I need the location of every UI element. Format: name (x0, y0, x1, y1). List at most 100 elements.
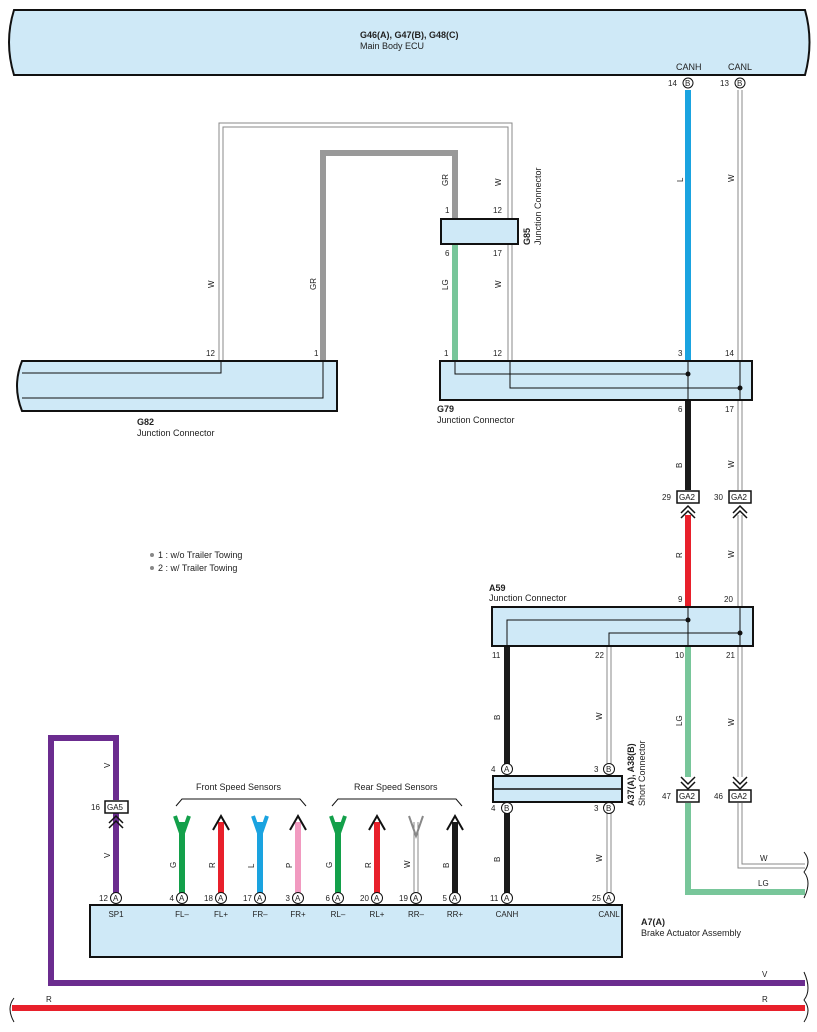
wire-label-v1: V (103, 762, 112, 768)
wire-label-gr2: GR (441, 174, 450, 186)
wire-label-w9: W (595, 854, 604, 862)
a7-terminal-conn: A (504, 894, 510, 903)
g79-name: Junction Connector (437, 415, 515, 425)
chevron-up-icon (680, 504, 696, 519)
a7-terminal-pin: 19 (399, 894, 408, 903)
a37-pin-circle-bottom-right (603, 802, 615, 814)
ecu-pin-conn-canl: B (737, 79, 742, 88)
chevron-up-icon (732, 504, 748, 519)
a59-pin-11: 11 (492, 651, 501, 660)
a37-pin-circle-top-left (501, 763, 513, 775)
a7-terminal-label: RL+ (370, 910, 385, 919)
a59-pin-21: 21 (726, 651, 735, 660)
a7-box (89, 904, 623, 958)
wire-lg-exit (685, 803, 805, 895)
g79-pin-12: 12 (493, 349, 502, 358)
a7-terminal-circle (176, 892, 188, 904)
ecu-pin-circle-canl (734, 77, 746, 89)
a37-pin-bottom-left: 4 (491, 804, 496, 813)
ga2-29-box (676, 490, 700, 504)
a7-terminal-label: CANH (496, 910, 519, 919)
ga2-47-pin: 47 (662, 792, 671, 801)
a7-terminal-pin: 20 (360, 894, 369, 903)
wire-label-w2: W (494, 178, 503, 186)
ga2-30-box (728, 490, 752, 504)
a37-conn-bottom-left: B (504, 804, 509, 813)
a59-pin-9: 9 (678, 595, 683, 604)
ecu-pin-signal-canh: CANH (676, 62, 702, 72)
a59-code: A59 (489, 583, 506, 593)
ecu-pin-circle-canh (682, 77, 694, 89)
ga5-pin: 16 (91, 803, 100, 812)
ga5-name: GA5 (107, 803, 124, 812)
a37-conn-top-right: B (606, 765, 611, 774)
a7-terminal-label: RL– (331, 910, 346, 919)
wire-label-lg-exit: LG (758, 879, 769, 888)
sensor-stub-fr-plus-tip (289, 813, 307, 831)
a7-terminal-circle (371, 892, 383, 904)
wire-label-p: P (285, 863, 294, 868)
wire-label-l2: L (247, 863, 256, 868)
chevron-down-icon (680, 776, 696, 791)
g82-box (16, 360, 338, 412)
g79-pin-1: 1 (444, 349, 449, 358)
ecu-pin-signal-canl: CANL (728, 62, 752, 72)
wire-label-gr1: GR (309, 278, 318, 290)
a37-pin-top-left: 4 (491, 765, 496, 774)
ecu-pin-number-13: 13 (720, 79, 729, 88)
a59-box (491, 606, 754, 647)
a7-terminal-circle (292, 892, 304, 904)
note-bullet-icon (150, 553, 154, 557)
wire-label-r1: R (675, 552, 684, 558)
wire-v-loop (48, 735, 805, 986)
a7-terminal-conn: A (179, 894, 185, 903)
a7-terminal-pin: 5 (443, 894, 448, 903)
g79-pin-14: 14 (725, 349, 734, 358)
sensor-stub-fl-plus-tip (212, 813, 230, 831)
a7-terminals: A12SP1A4FL–A18FL+A17FR–A3FR+A6RL–A20RL+A… (99, 892, 620, 919)
rear-sensors-label: Rear Speed Sensors (354, 782, 438, 792)
a59-name: Junction Connector (489, 593, 567, 603)
front-sensors-bracket (175, 798, 307, 807)
a7-terminal-circle (110, 892, 122, 904)
wire-label-g2: G (325, 862, 334, 868)
a7-terminal-pin: 4 (170, 894, 175, 903)
wire-label-w4: W (727, 174, 736, 182)
ecu-pin-conn-canh: B (685, 79, 690, 88)
a59-internal-lines (506, 607, 741, 646)
g79-code: G79 (437, 404, 454, 414)
a37-conn-bottom-right: B (606, 804, 611, 813)
a7-terminal-pin: 3 (286, 894, 291, 903)
a59-pin-20: 20 (724, 595, 733, 604)
ga2-46-box (728, 789, 752, 803)
wire-label-b3: B (493, 857, 502, 862)
a7-terminal-conn: A (218, 894, 224, 903)
g79-splice-2 (737, 385, 743, 391)
a7-name: Brake Actuator Assembly (641, 928, 742, 938)
ga2-47-name: GA2 (679, 792, 696, 801)
ecu-pin-number-14: 14 (668, 79, 677, 88)
sensor-stub-rr-minus-tip (408, 815, 424, 840)
g85-code: G85 (522, 228, 532, 245)
wire-label-r-right: R (762, 995, 768, 1004)
sensor-stubs: G R L P G R W B (169, 813, 464, 898)
sensor-stub-fl-minus-tip (173, 815, 191, 843)
wire-label-w8: W (727, 718, 736, 726)
ga2-30-pin: 30 (714, 493, 723, 502)
g85-box (440, 218, 519, 245)
wire-label-w1: W (207, 280, 216, 288)
g79-pin-3: 3 (678, 349, 683, 358)
a7-terminal-conn: A (113, 894, 119, 903)
wire-label-w7: W (595, 712, 604, 720)
rear-sensors-bracket (331, 798, 463, 807)
a7-terminal-conn: A (452, 894, 458, 903)
front-sensors-label: Front Speed Sensors (196, 782, 282, 792)
ga5-box (104, 800, 129, 814)
a37-pin-circle-top-right (603, 763, 615, 775)
g82-code: G82 (137, 417, 154, 427)
a7-terminal-label: SP1 (108, 910, 124, 919)
ga2-46-pin: 46 (714, 792, 723, 801)
ga2-46-name: GA2 (731, 792, 748, 801)
a7-terminal-circle (603, 892, 615, 904)
